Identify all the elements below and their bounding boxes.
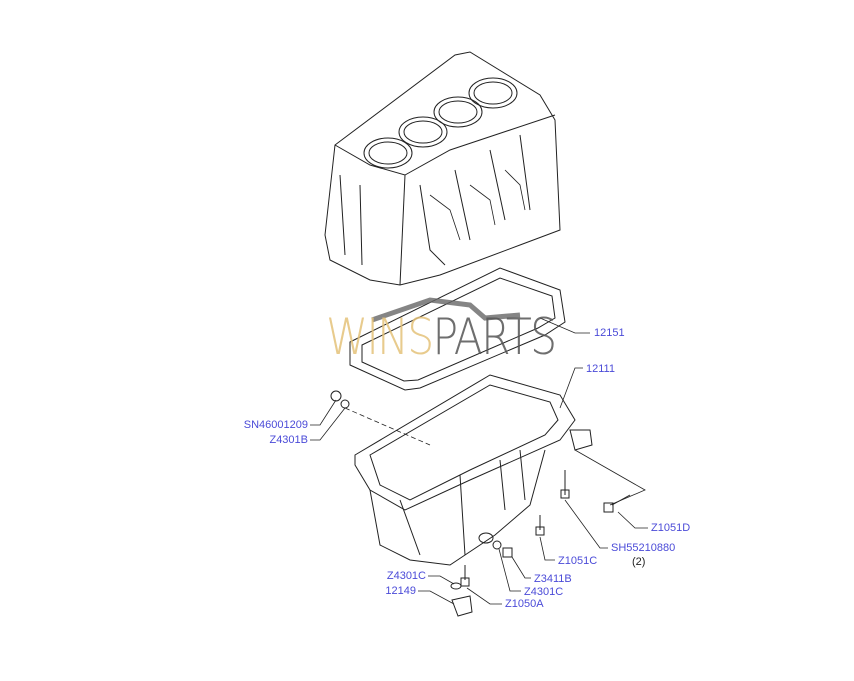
callout-12149[interactable]: 12149: [385, 585, 416, 597]
callout-Z4301C-right[interactable]: Z4301C: [524, 586, 564, 598]
watermark-logo: WINSPARTS: [326, 312, 557, 362]
quantity-SH55210880: (2): [632, 556, 646, 568]
callout-Z1050A[interactable]: Z1050A: [505, 598, 544, 610]
callout-Z1051C[interactable]: Z1051C: [558, 555, 598, 567]
oil-pan: [354, 374, 593, 566]
fasteners: [330, 390, 631, 617]
callout-Z4301C-left[interactable]: Z4301C: [386, 570, 426, 582]
callout-Z3411B[interactable]: Z3411B: [534, 573, 572, 585]
engine-block: [324, 51, 561, 286]
callout-SN46001209[interactable]: SN46001209: [243, 419, 308, 431]
callout-12151[interactable]: 12151: [594, 327, 625, 339]
cylinder-bores: [363, 77, 518, 169]
callout-Z4301B[interactable]: Z4301B: [269, 434, 308, 446]
leader-lines: [310, 317, 648, 605]
oil-pan-gasket: [349, 267, 566, 391]
watermark-part2: PARTS: [432, 308, 558, 366]
watermark-roof: [371, 297, 521, 323]
callout-SH55210880[interactable]: SH55210880: [611, 542, 676, 554]
callout-Z1051D[interactable]: Z1051D: [651, 522, 691, 534]
callout-12111[interactable]: 12111: [586, 363, 615, 375]
watermark-part1: WINS: [326, 308, 434, 366]
